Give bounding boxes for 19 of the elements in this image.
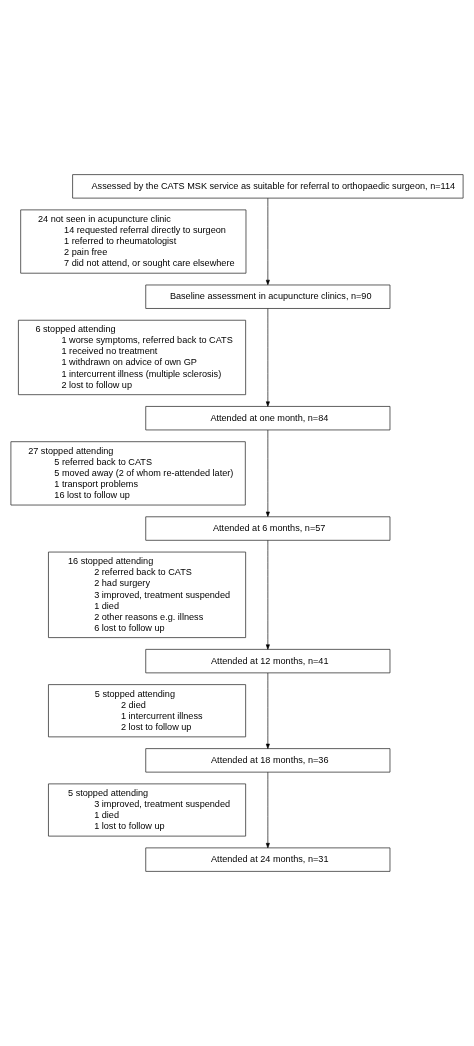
arrow	[265, 308, 270, 407]
node-box: Attended at 24 months, n=31	[145, 847, 391, 872]
node-box: Attended at 6 months, n=57	[145, 516, 391, 541]
node-box: Attended at 12 months, n=41	[145, 648, 391, 674]
arrow	[265, 672, 270, 749]
node-box: 24 not seen in acupuncture clinic 14 requested referral directly to surgeon 1 referred to rheumatologist 2 pain free 7 did not attend, or sought care elsewhere	[20, 209, 247, 274]
node-box: 5 stopped attending 2 died 1 intercurrent illness 2 lost to follow up	[48, 684, 247, 738]
node-box: 16 stopped attending 2 referred back to CATS 2 had surgery 3 improved, treatment suspended 1 died 2 other reasons e.g. illness 6 lost to follow up	[48, 551, 247, 638]
node-box: Assessed by the CATS MSK service as suitable for referral to orthopaedic surgeon, n=114	[72, 174, 464, 199]
arrow	[265, 429, 270, 517]
node-box: 27 stopped attending 5 referred back to CATS 5 moved away (2 of whom re-attended later) 1 transport problems 16 lost to follow up	[10, 441, 246, 506]
arrow	[265, 197, 270, 286]
node-box: Baseline assessment in acupuncture clinics, n=90	[145, 284, 391, 309]
node-box: Attended at 18 months, n=36	[145, 748, 391, 773]
node-box: Attended at one month, n=84	[145, 406, 391, 431]
node-box: 6 stopped attending 1 worse symptoms, referred back to CATS 1 received no treatment 1 withdrawn on advice of own GP 1 intercurrent illness (multiple sclerosis) 2 lost to follow up	[18, 319, 247, 396]
node-box: 5 stopped attending 3 improved, treatment suspended 1 died 1 lost to follow up	[48, 783, 247, 837]
arrow	[265, 771, 270, 849]
arrow	[265, 540, 270, 650]
